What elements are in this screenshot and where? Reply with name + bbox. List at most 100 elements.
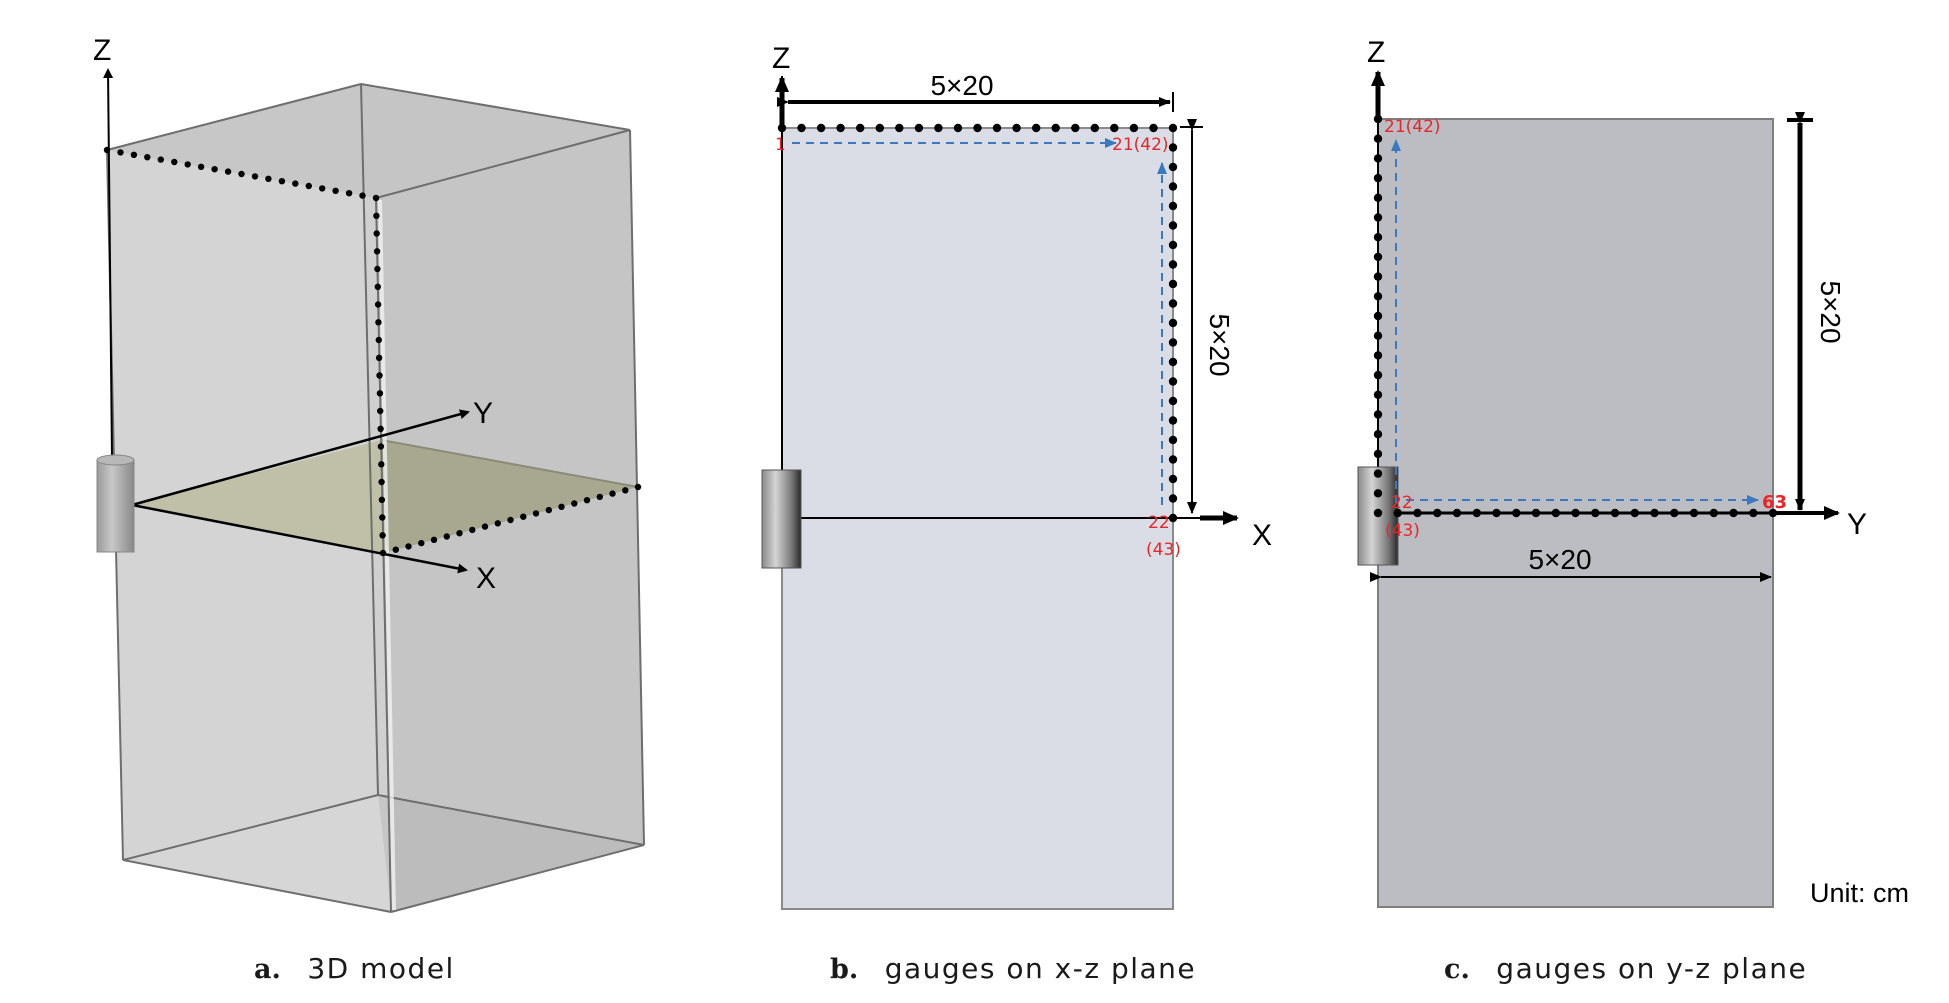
gauge-dot [875,123,884,133]
gauge-dots-yz [1373,114,1778,518]
z-axis-label: Z [93,34,111,67]
gauge-dot [1373,469,1383,478]
gauge-dot [1610,508,1620,518]
gauge-dot [1373,272,1383,281]
gauge-dot [374,265,381,273]
x-axis [131,503,468,574]
gauge-label-top: 21(42) [1384,117,1441,137]
gauge-dot [1168,513,1178,523]
gauge-dot [1032,123,1041,133]
gauge-dot [375,319,382,326]
caption-b-text: gauges on x-z plane [885,952,1196,985]
gauge-dot [1768,508,1778,518]
gauge-dot [1749,508,1758,518]
gauge-dot [1168,182,1178,191]
gauge-dot [1571,508,1580,518]
gauge-dot [379,549,387,557]
gauge-dot [373,212,380,219]
gauge-dot [392,546,399,553]
gauge-dot [374,283,381,290]
gauge-dot [144,154,151,161]
gauge-dot [1168,143,1178,152]
y-axis-label: Y [1847,508,1867,541]
gauge-dot [1373,134,1383,143]
panel-a-3d-model: Z Y X a. 3D model [93,34,645,985]
gauge-dot [1168,338,1178,347]
x-axis-label: X [1252,519,1272,552]
gauge-dot [359,192,366,199]
panel-c-yz-plane: Z Y 5×20 5×20 21(42) 22 (43) 63 Unit: cm… [1357,36,1909,985]
gauge-dot [319,185,326,192]
box-top-face [107,84,630,198]
gauge-dot [895,123,904,133]
gauge-dot [1373,508,1383,518]
gauge-dot [1373,173,1383,183]
gauge-dot [379,514,386,521]
gauge-dot [1168,240,1178,250]
gauge-dot [405,543,412,550]
gauge-dot [1373,390,1383,399]
gauge-dot [430,536,438,543]
gauge-dot [1168,396,1178,406]
gauge-dot [1393,508,1403,518]
gauge-dot [379,532,386,539]
gauge-label-origin-top: 22 [1391,493,1413,513]
gauge-dot [1168,377,1178,386]
gauge-dot [1373,331,1383,340]
gauge-dot [609,490,616,497]
gauge-dot [1168,279,1178,289]
gauge-dot [1168,260,1178,269]
gauge-dot [251,173,259,180]
gauge-label-corner: 21(42) [1112,135,1169,155]
gauge-dot [1168,318,1178,328]
width-dimension-label: 5×20 [930,70,993,101]
gauge-dot [1012,123,1021,133]
gauge-dot [1373,292,1383,301]
gauge-dot [1168,494,1178,503]
gauge-dot [836,123,845,133]
box-edges [106,83,645,913]
gauge-dot [238,170,245,178]
gauge-dot [1168,221,1178,230]
gauge-dot [1373,154,1383,163]
gauge-dot [634,483,642,491]
gauge-dot [418,539,425,547]
gauge-dot [481,523,489,530]
gauge-dot [1373,351,1383,360]
gauge-dot [1472,508,1482,518]
gauge-dot [378,478,385,486]
gauge-dot [1071,123,1080,133]
gauge-dot [265,175,272,182]
gauge-dots-3d [103,146,642,557]
gauge-dot [1373,114,1383,124]
gauge-dot [456,530,463,537]
gauge-dot [1709,508,1719,518]
gauge-dot [103,146,111,154]
gauge-dot [856,123,865,133]
gauge-dot [494,520,501,527]
gauge-dot [596,493,603,501]
gauge-label-end-bottom: (43) [1146,540,1181,560]
gauge-dot [1373,213,1383,222]
gauge-dot [372,194,380,202]
gauge-label-end-top: 22 [1148,513,1170,533]
gauge-dot [1373,193,1383,202]
width-dimension-label: 5×20 [1528,544,1591,575]
gauge-dot [1168,201,1178,211]
z-axis-label: Z [772,42,790,75]
gauge-dot [1168,162,1178,172]
gauge-dot [1149,123,1158,133]
gauge-dot [1373,449,1383,459]
gauge-dot [1373,370,1383,380]
gauge-dot [1168,455,1178,464]
gauge-dot [377,443,385,450]
gauge-dot [130,151,138,158]
panel-b-xz-plane: Z 5×20 5×20 X 1 21(42) 22 (43) b. gauges… [761,42,1272,985]
caption-a-text: 3D model [307,952,454,985]
caption-b-letter: b. [830,954,858,985]
gauge-dot [332,187,339,194]
unit-label: Unit: cm [1810,878,1909,908]
wave-maker-cylinder [761,469,802,569]
height-dimension-label: 5×20 [1815,280,1846,343]
